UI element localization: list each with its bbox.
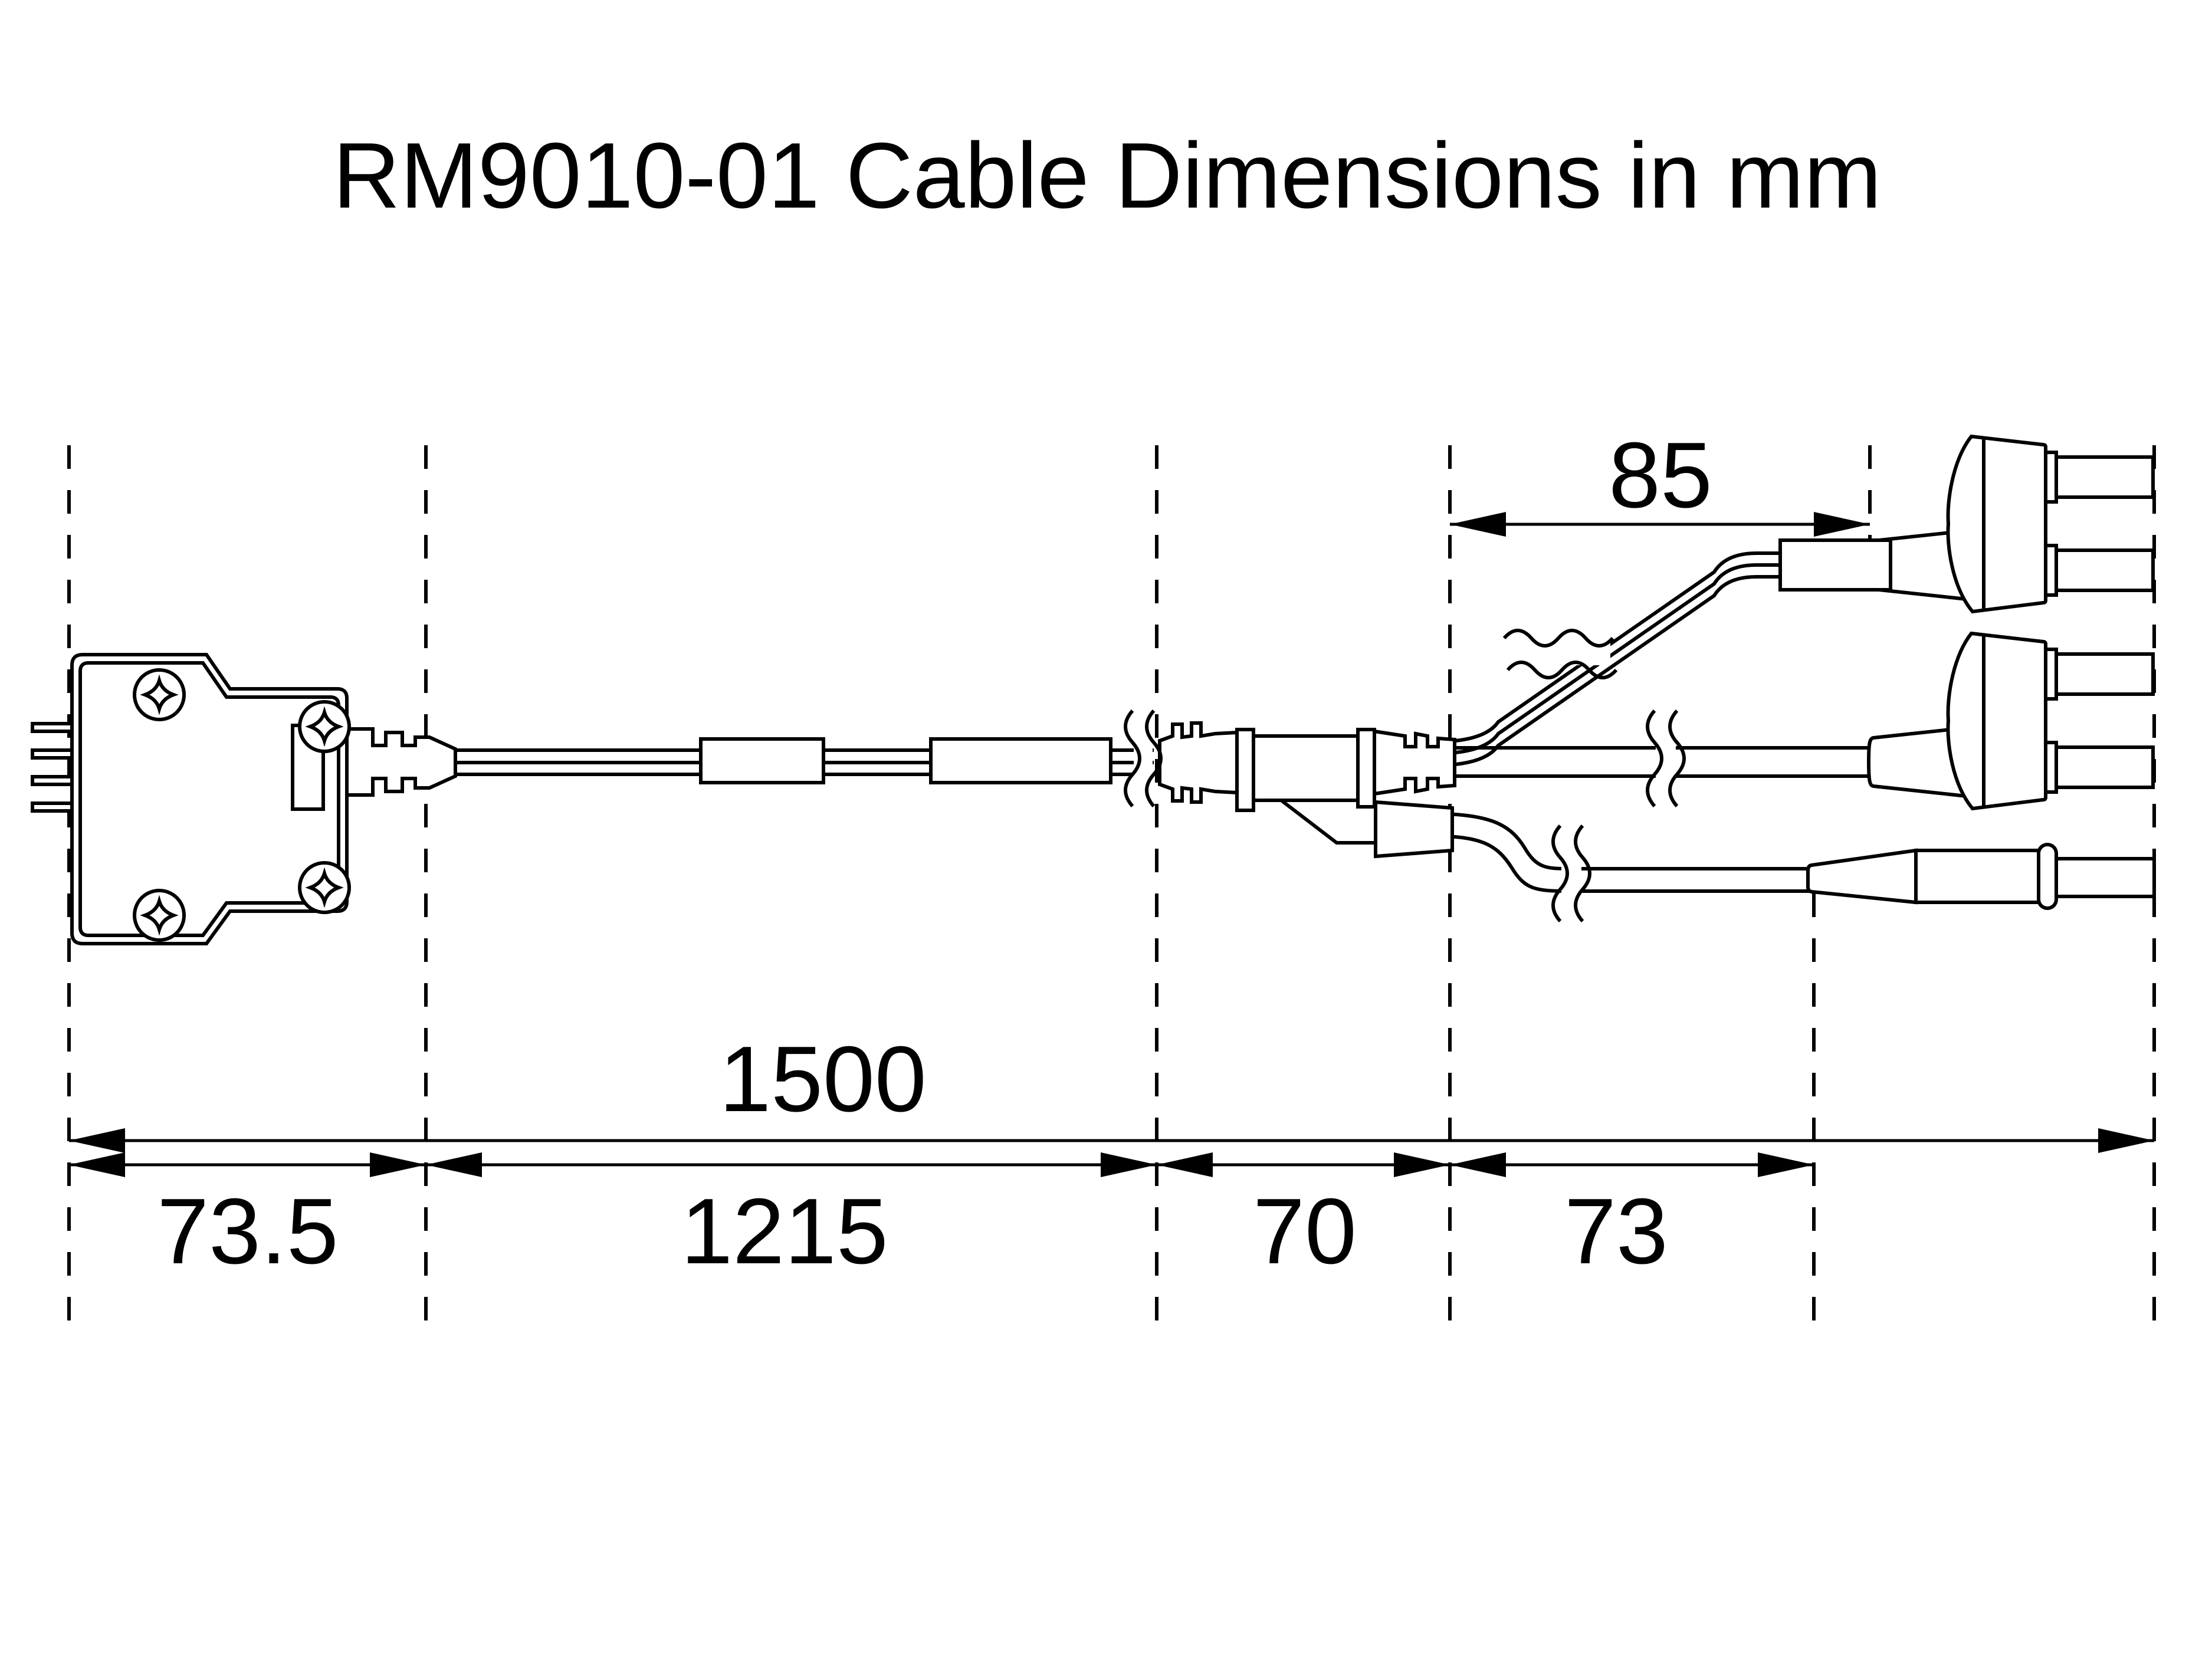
phillips-screw-icon [133,668,186,721]
phillips-screw-icon [298,861,351,914]
barrel-boot [1806,848,1918,905]
barrel-ring [2037,843,2058,910]
plug-pin [2055,548,2155,592]
plug-pin [2055,745,2155,789]
break-squiggle [1145,709,1163,807]
splitter-collar-left [1235,728,1255,812]
break-squiggle [1506,661,1618,679]
dim-label-1215: 1215 [681,1180,888,1283]
connector-body [70,653,349,945]
connector-pin [31,722,76,733]
mains-plug-top [1866,434,2155,614]
phillips-screw-icon [133,889,186,942]
plug-pin [2055,652,2155,696]
left-connector [31,653,457,945]
dimension-segments: 73.5 1215 70 73 [69,1152,1814,1283]
construction-lines [67,445,2156,1327]
dim-label-1500: 1500 [719,1027,927,1131]
plug-bell [1946,631,2047,811]
splitter-collar-right [1356,728,1376,809]
dim-label-73-5: 73.5 [157,1180,339,1283]
break-squiggle [1502,629,1614,648]
break-squiggle [1124,709,1141,807]
break-squiggle [1646,709,1663,807]
break-squiggle [1551,824,1569,922]
splitter-body [1252,734,1360,802]
top-branch-sleeve [1778,538,1892,592]
dim-label-85: 85 [1609,423,1712,527]
dimension-top-branch: 85 [1450,423,1870,537]
cable-sleeve-2 [929,737,1112,784]
connector-pin [31,801,76,813]
connector-pin [31,775,76,786]
cable-sleeve-1 [699,737,825,784]
barrel-body [1914,849,2044,904]
y-splitter [1158,721,1456,859]
plug-bell [1946,434,2047,614]
plug-boot [1866,725,1968,799]
dim-label-70: 70 [1253,1180,1357,1283]
dim-label-73: 73 [1564,1180,1668,1283]
dimension-overall: 1500 [69,1027,2154,1153]
phillips-screw-icon [298,700,351,753]
plug-pin [2055,455,2155,499]
splitter-lower-boot [1374,800,1454,859]
drawing-title: RM9010-01 Cable Dimensions in mm [333,124,1882,228]
bottom-branch-cable [1445,812,1817,893]
cable-breaks [1124,629,1686,922]
break-squiggle [1668,709,1686,807]
splitter-wedge [1280,799,1378,845]
break-squiggle [1574,824,1591,922]
break-gap [1656,731,1676,796]
connector-strain-relief [345,727,457,797]
splitter-right-boot [1373,729,1456,796]
cables [455,551,1888,893]
mains-plug-middle [1866,631,2155,811]
splitter-left-boot [1158,721,1239,804]
break-gap [1134,731,1153,796]
connector-pin [31,748,76,760]
screws [133,668,351,942]
barrel-tip [2055,857,2156,898]
barrel-connector [1806,843,2156,910]
